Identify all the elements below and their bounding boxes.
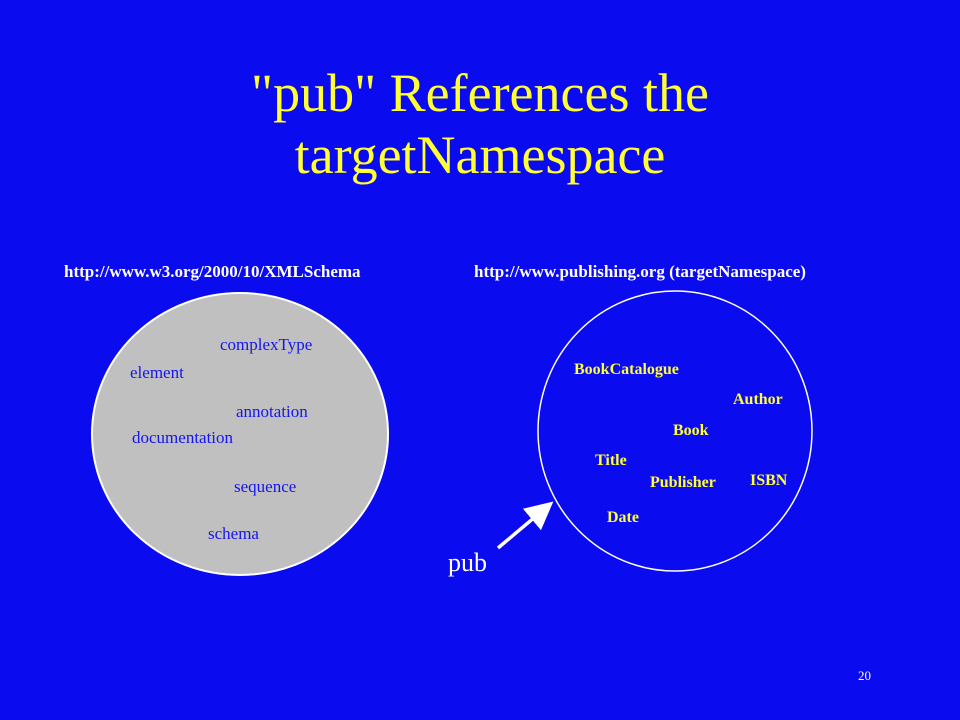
left-item-element: element — [130, 363, 184, 382]
slide-title-line-1: "pub" References the — [251, 63, 709, 123]
target-namespace-label: http://www.publishing.org (targetNamespa… — [474, 262, 806, 281]
right-item-title: Title — [595, 452, 627, 469]
right-item-author: Author — [733, 391, 783, 408]
left-item-annotation: annotation — [236, 402, 308, 421]
left-item-schema: schema — [208, 524, 259, 543]
right-item-bookcatalogue: BookCatalogue — [574, 361, 679, 378]
xmlschema-namespace-circle — [91, 292, 389, 576]
right-item-isbn: ISBN — [750, 472, 788, 489]
xmlschema-namespace-label: http://www.w3.org/2000/10/XMLSchema — [64, 262, 361, 281]
left-item-complextype: complexType — [220, 335, 312, 354]
prefix-arrow — [496, 501, 554, 550]
slide-title: "pub" References the targetNamespace — [0, 62, 960, 186]
target-namespace-circle — [537, 290, 813, 572]
left-item-documentation: documentation — [132, 428, 234, 447]
right-item-date: Date — [607, 509, 639, 526]
page-number: 20 — [858, 668, 871, 683]
right-item-book: Book — [673, 422, 709, 439]
prefix-label: pub — [448, 548, 487, 577]
left-item-sequence: sequence — [234, 477, 296, 496]
right-item-publisher: Publisher — [650, 474, 716, 491]
slide-title-line-2: targetNamespace — [294, 125, 666, 185]
